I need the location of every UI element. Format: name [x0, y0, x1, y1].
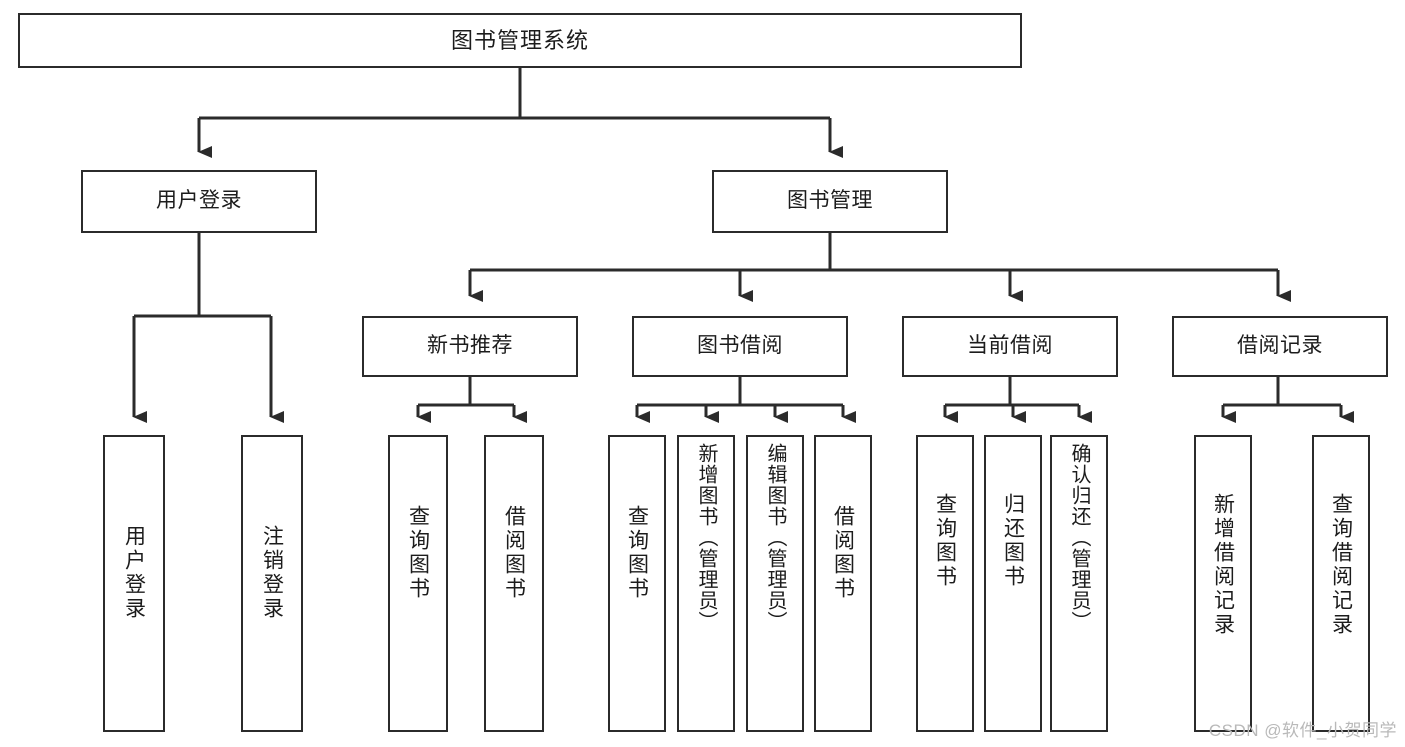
node-label: 借阅记录	[1237, 334, 1323, 358]
watermark-text: CSDN @软件_小贺同学	[1208, 721, 1397, 740]
node-label: 用户登录	[156, 189, 242, 213]
node-user-login[interactable]: 用户登录	[81, 170, 317, 233]
node-label: 查询图书	[406, 505, 430, 601]
leaf-query-book-borrow[interactable]: 查询图书	[608, 435, 666, 732]
leaf-borrow-book-recommend[interactable]: 借阅图书	[484, 435, 544, 732]
node-label: 注销登录	[260, 525, 284, 621]
leaf-query-book-current[interactable]: 查询图书	[916, 435, 974, 732]
node-label: 图书管理系统	[450, 27, 589, 53]
leaf-confirm-return-admin[interactable]: 确认归还（管理员）	[1050, 435, 1108, 732]
node-book-manage[interactable]: 图书管理	[712, 170, 948, 233]
node-label: 新增图书（管理员）	[695, 443, 717, 632]
node-label: 归还图书	[1001, 493, 1025, 589]
node-book-borrow[interactable]: 图书借阅	[632, 316, 848, 377]
node-borrow-record[interactable]: 借阅记录	[1172, 316, 1388, 377]
leaf-add-book-admin[interactable]: 新增图书（管理员）	[677, 435, 735, 732]
node-label: 当前借阅	[967, 334, 1053, 358]
leaf-logout[interactable]: 注销登录	[241, 435, 303, 732]
leaf-query-borrow-record[interactable]: 查询借阅记录	[1312, 435, 1370, 732]
node-label: 确认归还（管理员）	[1068, 443, 1090, 632]
node-label: 查询借阅记录	[1329, 493, 1353, 637]
node-label: 新书推荐	[427, 334, 513, 358]
node-label: 借阅图书	[831, 505, 855, 601]
leaf-user-login[interactable]: 用户登录	[103, 435, 165, 732]
node-new-book-recommend[interactable]: 新书推荐	[362, 316, 578, 377]
node-label: 编辑图书（管理员）	[764, 443, 786, 632]
node-root-system[interactable]: 图书管理系统	[18, 13, 1022, 68]
leaf-edit-book-admin[interactable]: 编辑图书（管理员）	[746, 435, 804, 732]
leaf-query-book-recommend[interactable]: 查询图书	[388, 435, 448, 732]
node-label: 图书管理	[787, 189, 873, 213]
node-current-borrow[interactable]: 当前借阅	[902, 316, 1118, 377]
node-label: 借阅图书	[502, 505, 526, 601]
node-label: 图书借阅	[697, 334, 783, 358]
leaf-add-borrow-record[interactable]: 新增借阅记录	[1194, 435, 1252, 732]
node-label: 查询图书	[933, 493, 957, 589]
node-label: 用户登录	[122, 525, 146, 621]
leaf-borrow-book-borrow[interactable]: 借阅图书	[814, 435, 872, 732]
node-label: 查询图书	[625, 505, 649, 601]
node-label: 新增借阅记录	[1211, 493, 1235, 637]
leaf-return-book[interactable]: 归还图书	[984, 435, 1042, 732]
